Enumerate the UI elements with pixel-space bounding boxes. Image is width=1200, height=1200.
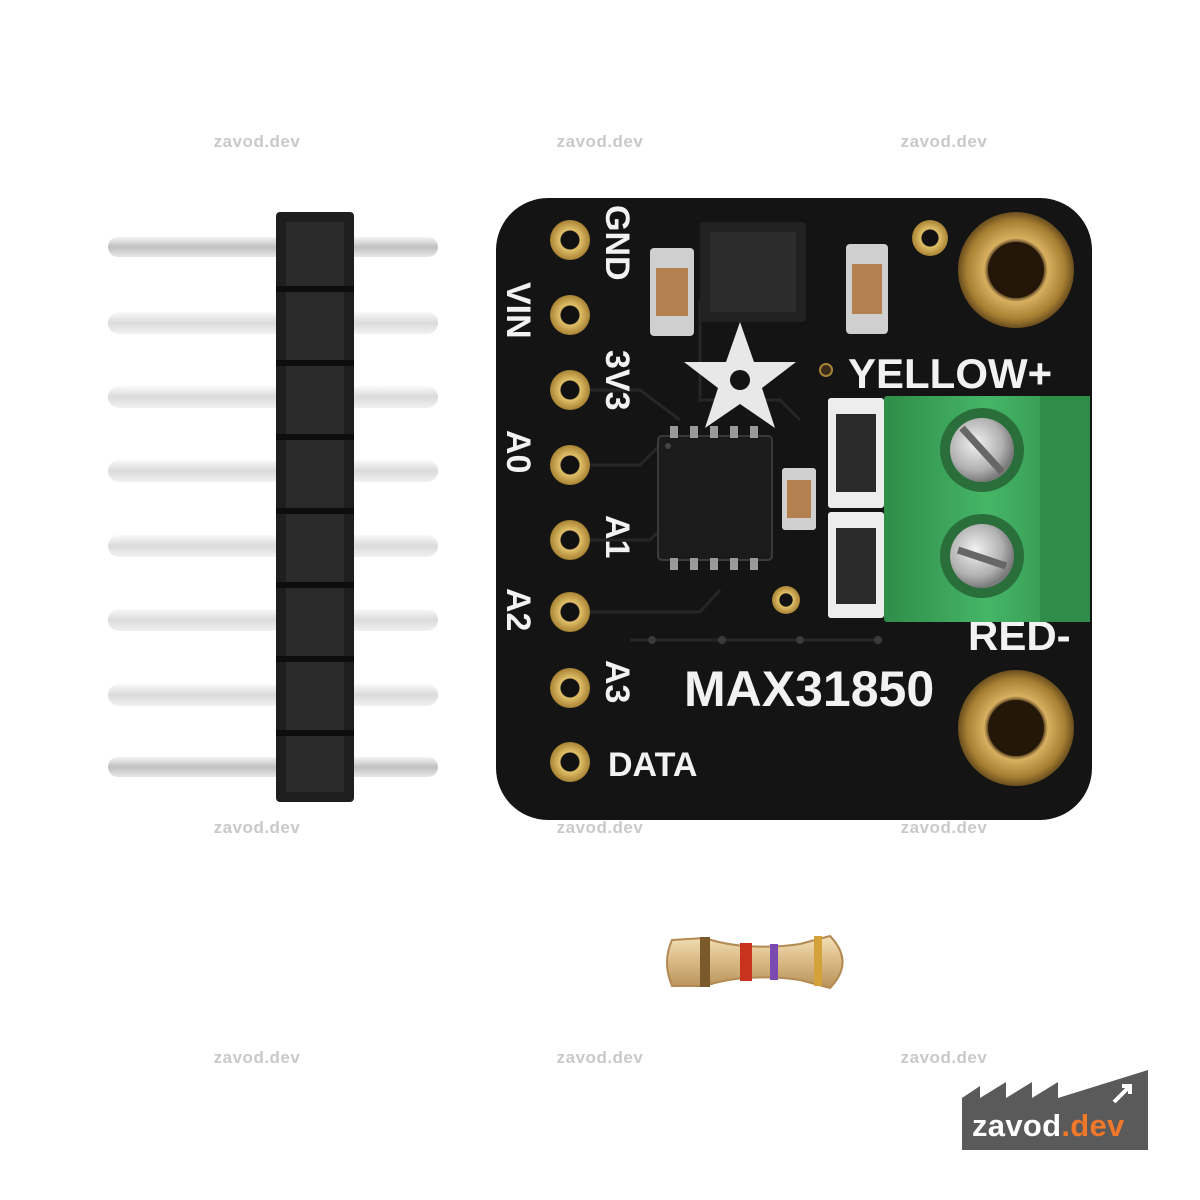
- watermark: zavod.dev: [213, 1048, 301, 1067]
- board-title: MAX31850: [684, 661, 934, 717]
- via-pad: [912, 220, 948, 256]
- pin-label-a2: A2: [499, 588, 537, 631]
- watermark: zavod.dev: [556, 1048, 644, 1067]
- pin-labels: GND VIN 3V3 A0 A1 A2 A3 DATA: [499, 205, 697, 784]
- logo-text: zavod.dev: [972, 1108, 1125, 1144]
- watermark: zavod.dev: [900, 1048, 988, 1067]
- test-points: [648, 636, 882, 644]
- zavod-logo: zavod.dev: [962, 1068, 1148, 1150]
- resistor-band: [770, 944, 778, 980]
- pin-header: [108, 212, 438, 802]
- pin-label-gnd: GND: [598, 205, 636, 281]
- watermark: zavod.dev: [213, 132, 301, 151]
- watermark: zavod.dev: [900, 818, 988, 837]
- logo-text-main: zavod: [972, 1108, 1062, 1143]
- watermark: zavod.dev: [556, 132, 644, 151]
- flower-logo-icon: [684, 322, 796, 428]
- arrow-icon: [1112, 1084, 1132, 1104]
- pin-label-a0: A0: [499, 430, 537, 473]
- pin-label-data: DATA: [608, 746, 697, 784]
- watermark: zavod.dev: [900, 132, 988, 151]
- resistor: [666, 934, 844, 990]
- pin-label-a1: A1: [598, 515, 636, 558]
- header-body: [276, 212, 354, 802]
- factory-logo-icon: [962, 1070, 1148, 1150]
- mounting-hole-center: [988, 700, 1044, 756]
- terminal-label-yellow: YELLOW+: [848, 350, 1052, 397]
- screw-terminal-block: [884, 396, 1090, 622]
- terminal-capacitors: [828, 398, 884, 618]
- smd-components: [650, 222, 1032, 530]
- test-pad: [772, 586, 800, 614]
- resistor-band: [814, 936, 822, 986]
- pin-label-a3: A3: [598, 660, 636, 703]
- resistor-band: [700, 937, 710, 987]
- watermark: zavod.dev: [213, 818, 301, 837]
- resistor-band: [740, 943, 752, 981]
- pin-label-3v3: 3V3: [598, 350, 636, 411]
- max31850-chip: [657, 426, 773, 570]
- pin-pads: [550, 220, 590, 782]
- watermark: zavod.dev: [556, 818, 644, 837]
- logo-text-accent: .dev: [1061, 1108, 1125, 1143]
- pin-label-vin: VIN: [499, 282, 537, 339]
- breakout-board: GND VIN 3V3 A0 A1 A2 A3 DATA: [496, 198, 1092, 820]
- header-pins: [108, 237, 438, 777]
- mounting-hole-center: [988, 242, 1044, 298]
